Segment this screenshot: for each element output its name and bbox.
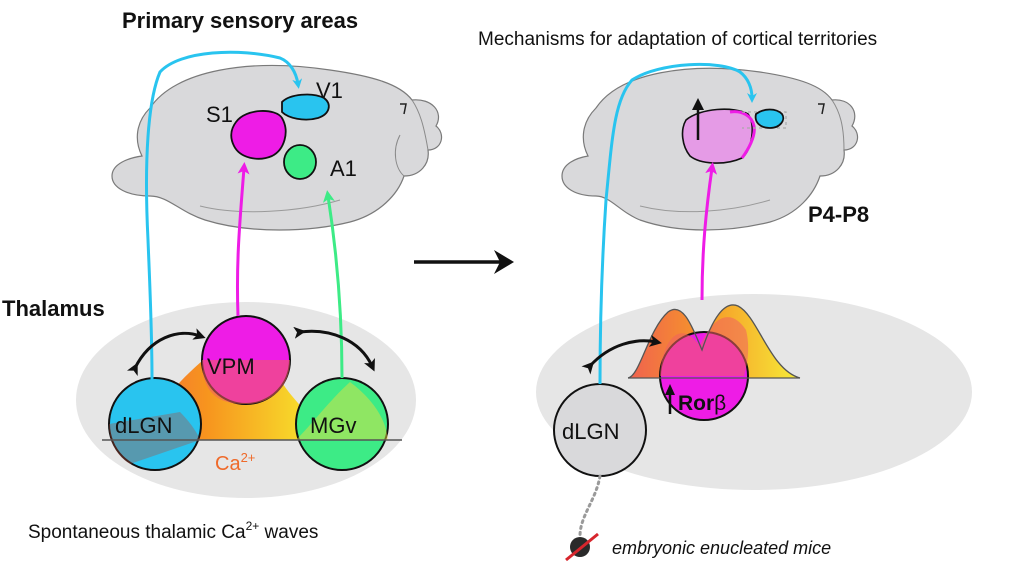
caption-sup: 2+	[246, 519, 260, 533]
right-panel-title: Mechanisms for adaptation of cortical te…	[478, 29, 877, 50]
thalamus-label: Thalamus	[2, 296, 105, 321]
brain-cerebellum-line	[411, 99, 429, 151]
dlgn-vpm-double-arrow-right	[581, 334, 662, 375]
s1-label: S1	[206, 102, 233, 127]
v1-label: V1	[316, 78, 343, 103]
left-caption: Spontaneous thalamic Ca2+ waves	[28, 519, 318, 543]
vpm-to-s1-arrow-right	[700, 162, 718, 301]
transition-arrow-head	[494, 250, 514, 274]
vpm-right-wave-overlay	[660, 317, 749, 376]
ca-label: Ca2+	[215, 450, 255, 475]
ror-label: Rorβ	[678, 392, 726, 415]
s1-area	[230, 110, 287, 160]
brain-sulcus-right	[639, 199, 771, 213]
ror-increase-arrow-head	[665, 384, 675, 395]
s1-increase-arrow-head	[692, 98, 704, 110]
vpm-wave-overlay	[202, 360, 290, 404]
mgv-label: MGv	[310, 413, 356, 438]
ror-label-greek: β	[714, 392, 726, 415]
dlgn-to-v1-arrow	[145, 50, 303, 381]
caption-pre: Spontaneous thalamic Ca	[28, 522, 246, 543]
v1-reduced-area	[754, 108, 785, 129]
v1-area	[281, 93, 330, 121]
right-panel: Mechanisms for adaptation of cortical te…	[478, 29, 972, 562]
caption-post: waves	[259, 522, 318, 543]
dlgn-to-v1-arrow-right	[598, 63, 757, 385]
eye-cross-icon	[565, 532, 599, 562]
brain-fold-line	[394, 134, 405, 177]
brain-cerebellum-line-right	[831, 99, 845, 151]
s1-expanded-edge	[729, 110, 756, 159]
a1-area	[283, 144, 317, 180]
vpm-label: VPM	[207, 354, 255, 379]
enucleation-dotted-line	[578, 474, 602, 538]
dlgn-vpm-double-arrow	[126, 328, 206, 377]
ca-label-base: Ca	[215, 453, 241, 475]
vpm-mgv-double-arrow	[293, 326, 375, 372]
s1-expanded-area	[681, 108, 754, 164]
ca-label-sup: 2+	[241, 450, 256, 465]
age-label: P4-P8	[808, 202, 869, 227]
brain-sulcus	[199, 199, 341, 213]
dlgn-wave-overlay	[109, 412, 200, 464]
enucleation-note: embryonic enucleated mice	[612, 538, 831, 558]
brain-tick-right	[818, 103, 825, 115]
mgv-wave-overlay	[296, 382, 388, 440]
dlgn-right-label: dLGN	[562, 419, 619, 444]
brain-tick	[400, 103, 407, 115]
dlgn-label: dLGN	[115, 413, 172, 438]
vpm-to-s1-arrow	[235, 162, 250, 317]
a1-label: A1	[330, 156, 357, 181]
ror-label-base: Ror	[678, 392, 714, 415]
dlgn-nucleus	[108, 377, 202, 471]
left-panel: Primary sensory areas S1 V1 A1 Thalamus …	[2, 8, 443, 543]
left-panel-title: Primary sensory areas	[122, 8, 358, 33]
